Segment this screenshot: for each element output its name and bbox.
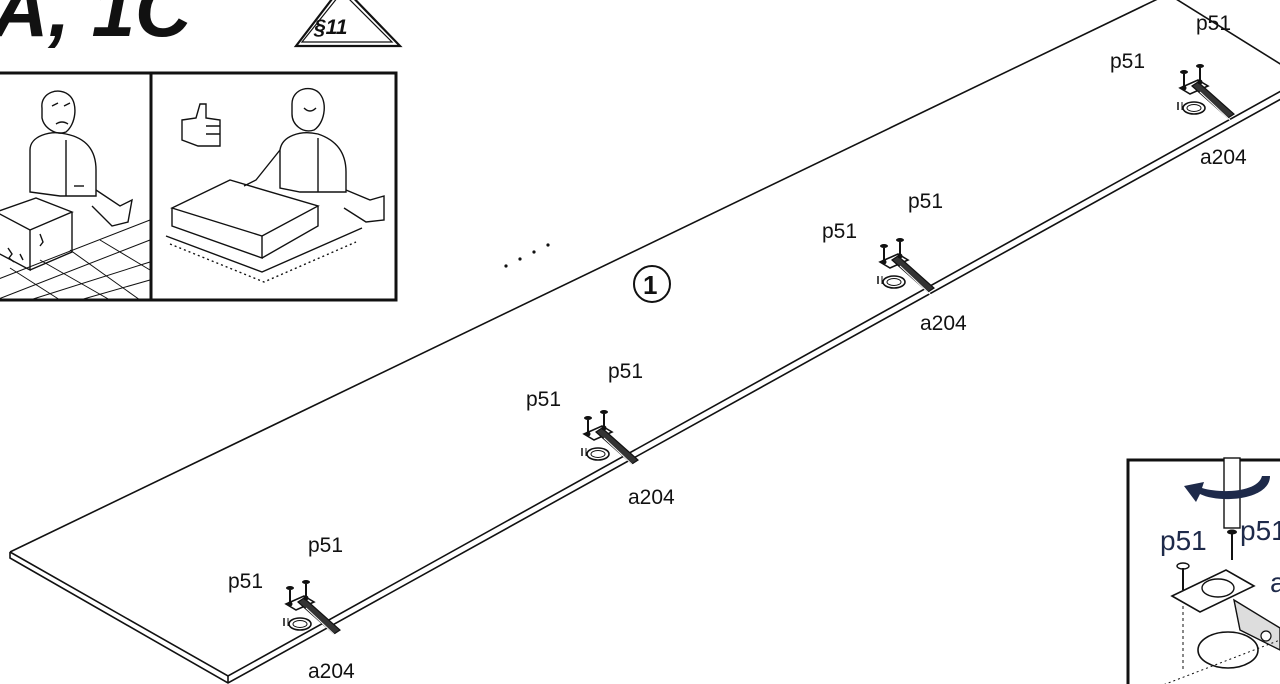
instruction-panel-right	[149, 71, 398, 302]
screw-label: p51	[228, 570, 263, 593]
hinge-icon	[877, 237, 935, 297]
panel-board	[9, 0, 1280, 684]
hinge-icon	[1177, 63, 1235, 123]
detail-screw-label: p51	[1240, 515, 1280, 546]
screw-label: p51	[1196, 12, 1231, 35]
screw-label: p51	[822, 220, 857, 243]
hinge-icon	[581, 409, 639, 469]
continuation-dots	[504, 243, 550, 268]
hinge-label: a204	[628, 486, 675, 509]
thumbs-up-icon	[181, 103, 221, 147]
hinge-label: a204	[308, 660, 355, 683]
step-number: 1	[643, 270, 657, 300]
hinge-label: a204	[1200, 146, 1247, 169]
screw-label: p51	[308, 534, 343, 557]
step-number-badge: 1	[633, 265, 671, 303]
warning-section-label: §11	[313, 16, 347, 39]
screw-label: p51	[1110, 50, 1145, 73]
instruction-panel-left	[0, 71, 153, 302]
detail-screw-label: p51	[1160, 525, 1207, 556]
page-title: A, 1C	[0, 0, 193, 53]
detail-inset	[1126, 457, 1280, 684]
screw-label: p51	[526, 388, 561, 411]
rotate-arrow-icon	[1184, 476, 1270, 502]
screw-label: p51	[608, 360, 643, 383]
hinge-label: a204	[920, 312, 967, 335]
detail-part-label: a	[1270, 567, 1280, 598]
screw-label: p51	[908, 190, 943, 213]
warning-triangle-icon	[293, 0, 403, 48]
